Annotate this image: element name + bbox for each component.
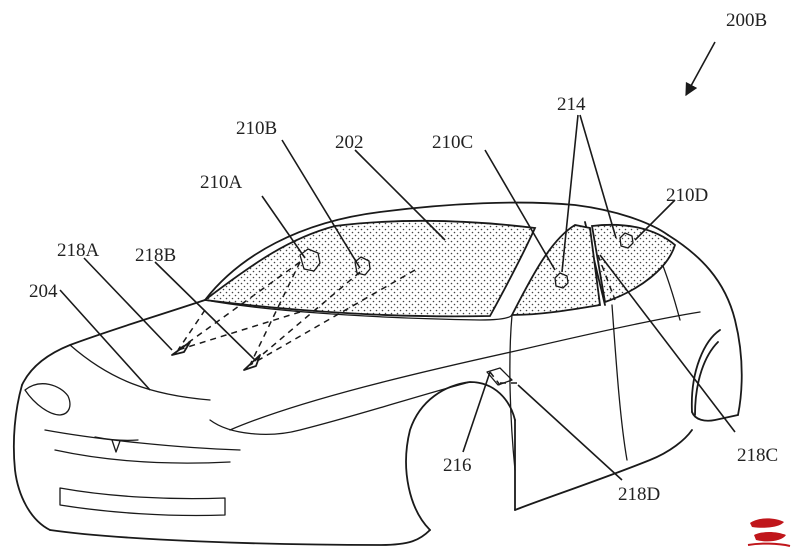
label-210d: 210D: [666, 185, 708, 206]
label-210a: 210A: [200, 172, 243, 193]
sensor-210d-icon: [619, 232, 634, 249]
label-218d: 218D: [618, 484, 660, 505]
label-218c: 218C: [737, 445, 778, 466]
sensor-210a-icon: [299, 248, 321, 272]
label-218b: 218B: [135, 245, 176, 266]
figure-id-label: 200B: [726, 10, 767, 31]
label-202: 202: [335, 132, 364, 153]
sensor-210b-icon: [354, 256, 371, 276]
label-214: 214: [557, 94, 586, 115]
front-side-window: [510, 224, 602, 316]
sensor-210c-icon: [554, 272, 569, 289]
sensor-beams: [171, 254, 616, 386]
label-216: 216: [443, 455, 472, 476]
label-218a: 218A: [57, 240, 100, 261]
label-210b: 210B: [236, 118, 277, 139]
label-204: 204: [29, 281, 58, 302]
car-body: [12, 201, 743, 546]
label-210c: 210C: [432, 132, 473, 153]
watermark-logo: [747, 518, 791, 547]
leader-lines: [59, 41, 736, 481]
door-handle: [486, 367, 513, 386]
rear-side-window: [590, 223, 677, 304]
